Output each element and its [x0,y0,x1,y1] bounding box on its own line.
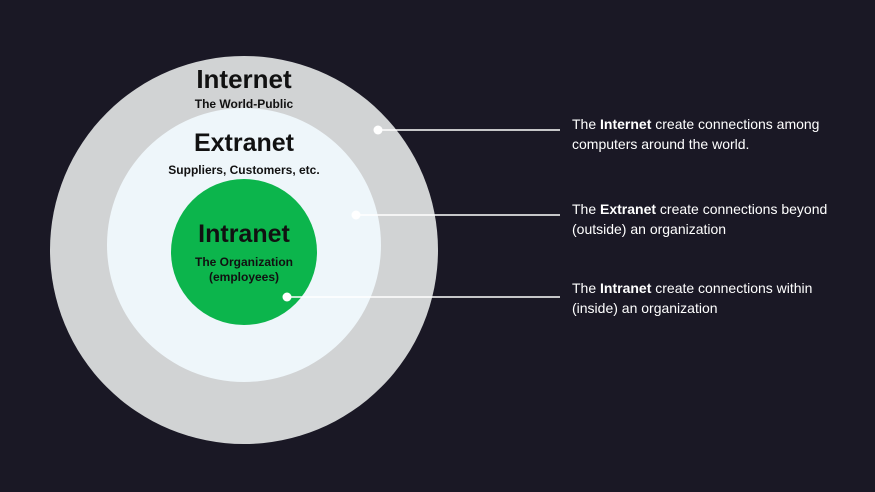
intranet-connector-dot [282,292,292,302]
internet-description-suffix: create connections among computers aroun… [572,116,820,152]
extranet-title: Extranet [193,129,295,157]
extranet-subtitle: Suppliers, Customers, etc. [168,163,320,177]
intranet-subtitle-line2: (employees) [208,270,280,284]
intranet-description: The Intranet create connections within (… [572,278,862,318]
intranet-title: Intranet [198,220,290,248]
extranet-description-keyword: Extranet [600,201,657,217]
intranet-description-prefix: The [572,280,601,296]
extranet-description-prefix: The [572,201,601,217]
internet-subtitle: The World-Public [194,97,294,111]
intranet-circle [171,179,317,325]
internet-description: The Internet create connections among co… [572,114,862,154]
extranet-description-suffix: create connections beyond (outside) an o… [572,201,828,237]
intranet-subtitle-line1: The Organization [194,255,293,269]
internet-description-keyword: Internet [600,116,652,132]
intranet-description-keyword: Intranet [600,280,652,296]
internet-description-prefix: The [572,116,601,132]
extranet-connector-dot [351,210,361,220]
internet-title: Internet [196,64,292,94]
intranet-description-suffix: create connections within (inside) an or… [572,280,813,316]
internet-connector-dot [373,125,383,135]
extranet-description: The Extranet create connections beyond (… [572,199,862,239]
